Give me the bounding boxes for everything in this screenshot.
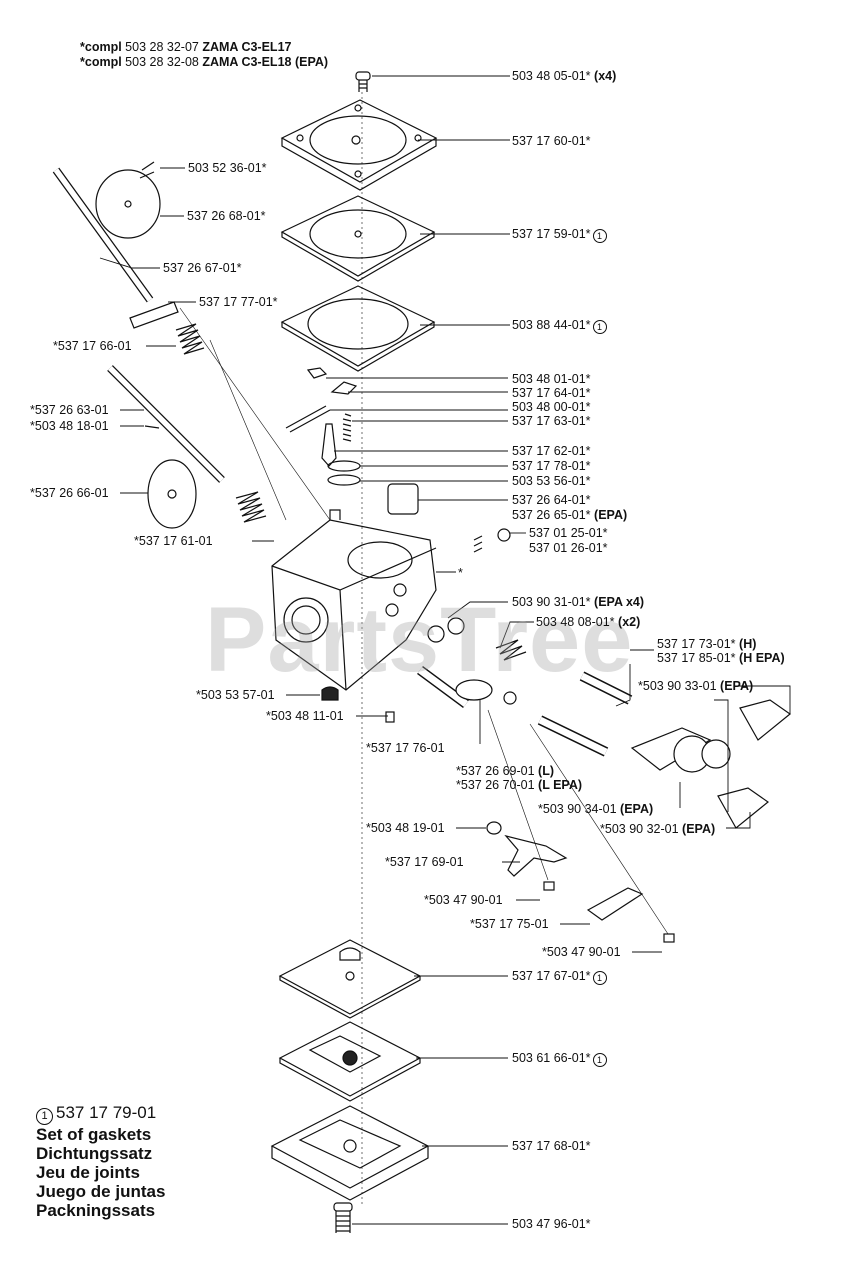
part-label: 537 17 63-01* — [512, 414, 591, 428]
metering-gasket-part — [278, 939, 422, 1019]
header-prefix-2: *compl — [80, 55, 122, 69]
part-label: 503 52 36-01* — [188, 161, 267, 175]
pump-cover-part — [280, 99, 438, 191]
header-prefix-1: *compl — [80, 40, 122, 54]
metering-diaphragm-part — [278, 1021, 422, 1102]
header-line-2: *compl 503 28 32-08 ZAMA C3-EL18 (EPA) — [80, 55, 328, 69]
part-label: 537 26 67-01* — [163, 261, 242, 275]
gasket-set-name-en: Set of gaskets — [36, 1125, 152, 1144]
part-label: 537 17 59-01*1 — [512, 227, 607, 243]
part-label: 537 17 77-01* — [199, 295, 278, 309]
part-label: 503 48 00-01* — [512, 400, 591, 414]
pump-gasket-part — [280, 285, 436, 372]
gasket-set-number: 537 17 79-01 — [56, 1103, 157, 1122]
gasket-set-marker-icon: 1 — [592, 229, 607, 243]
part-label: 503 48 05-01* (x4) — [512, 69, 617, 83]
part-label: * — [458, 566, 463, 580]
header-model-2: ZAMA C3-EL18 (EPA) — [202, 55, 329, 69]
gasket-set-marker-icon: 1 — [36, 1108, 53, 1125]
part-label: *537 26 70-01 (L EPA) — [456, 778, 583, 792]
part-label: *537 17 76-01 — [366, 741, 445, 755]
part-label: 503 53 56-01* — [512, 474, 591, 488]
gasket-set-name-es: Juego de juntas — [36, 1182, 166, 1201]
header-line-1: *compl 503 28 32-07 ZAMA C3-EL17 — [80, 40, 291, 54]
part-label: *503 90 33-01 (EPA) — [638, 679, 754, 693]
part-label: 537 17 67-01*1 — [512, 969, 607, 985]
part-label: 537 17 73-01* (H) — [657, 637, 757, 651]
part-label: *537 17 69-01 — [385, 855, 464, 869]
part-label: *503 48 11-01 — [266, 709, 344, 723]
header-number-1: 503 28 32-07 — [125, 40, 199, 54]
part-label: *503 48 18-01 — [30, 419, 109, 433]
part-label: 537 17 60-01* — [512, 134, 591, 148]
part-label: 503 61 66-01*1 — [512, 1051, 607, 1067]
limiter-caps-parts — [630, 699, 791, 829]
part-label: 503 88 44-01*1 — [512, 318, 607, 334]
top-screw-part — [355, 71, 371, 92]
part-label: 537 01 26-01* — [529, 541, 608, 555]
springs-parts — [129, 301, 267, 523]
part-label: 537 17 62-01* — [512, 444, 591, 458]
carburetor-body-part — [271, 483, 511, 691]
gasket-set-name-sv: Packningssats — [36, 1201, 156, 1220]
part-label: 503 90 31-01* (EPA x4) — [512, 595, 645, 609]
part-label: 503 48 08-01* (x2) — [536, 615, 641, 629]
part-label: *537 26 69-01 (L) — [456, 764, 554, 778]
leader-lines — [99, 75, 791, 1225]
adjust-screws-parts — [417, 617, 633, 757]
gasket-set-name-fr: Jeu de joints — [36, 1163, 140, 1182]
part-label: 537 17 68-01* — [512, 1139, 591, 1153]
gasket-set-name-de: Dichtungssatz — [36, 1144, 153, 1163]
header-number-2: 503 28 32-08 — [125, 55, 199, 69]
part-label: 537 17 64-01* — [512, 386, 591, 400]
part-label: *537 17 75-01 — [470, 917, 549, 931]
gasket-set-marker-icon: 1 — [592, 1053, 607, 1067]
part-label: 537 26 65-01* (EPA) — [512, 508, 628, 522]
gasket-set-marker-icon: 1 — [592, 971, 607, 985]
gasket-set-marker-icon: 1 — [592, 320, 607, 334]
watermark-text: PartsTree — [205, 589, 634, 691]
part-label: *503 90 32-01 (EPA) — [600, 822, 716, 836]
part-label: 503 48 01-01* — [512, 372, 591, 386]
part-label: *503 90 34-01 (EPA) — [538, 802, 654, 816]
metering-cover-part — [270, 1105, 430, 1201]
part-label: 537 01 25-01* — [529, 526, 608, 540]
part-label: *503 53 57-01 — [196, 688, 275, 702]
header-model-1: ZAMA C3-EL17 — [202, 40, 292, 54]
throttle-shaft-part — [107, 365, 225, 529]
part-label: 503 47 96-01* — [512, 1217, 591, 1231]
part-label: *537 26 66-01 — [30, 486, 109, 500]
part-label: 537 17 85-01* (H EPA) — [657, 651, 785, 665]
part-label: *503 48 19-01 — [366, 821, 445, 835]
part-label: 537 26 64-01* — [512, 493, 591, 507]
bottom-screw-part — [333, 1202, 353, 1233]
choke-shaft-part — [52, 161, 161, 303]
part-label: *537 26 63-01 — [30, 403, 109, 417]
part-label: 537 26 68-01* — [187, 209, 266, 223]
part-label: *537 17 66-01 — [53, 339, 132, 353]
part-label: *537 17 61-01 — [134, 534, 213, 548]
needle-lever-parts — [285, 367, 361, 486]
pump-diaphragm-part — [280, 195, 436, 282]
part-label: *503 47 90-01 — [542, 945, 621, 959]
lower-lever-parts — [321, 686, 675, 943]
part-label: *503 47 90-01 — [424, 893, 503, 907]
part-label: 537 17 78-01* — [512, 459, 591, 473]
